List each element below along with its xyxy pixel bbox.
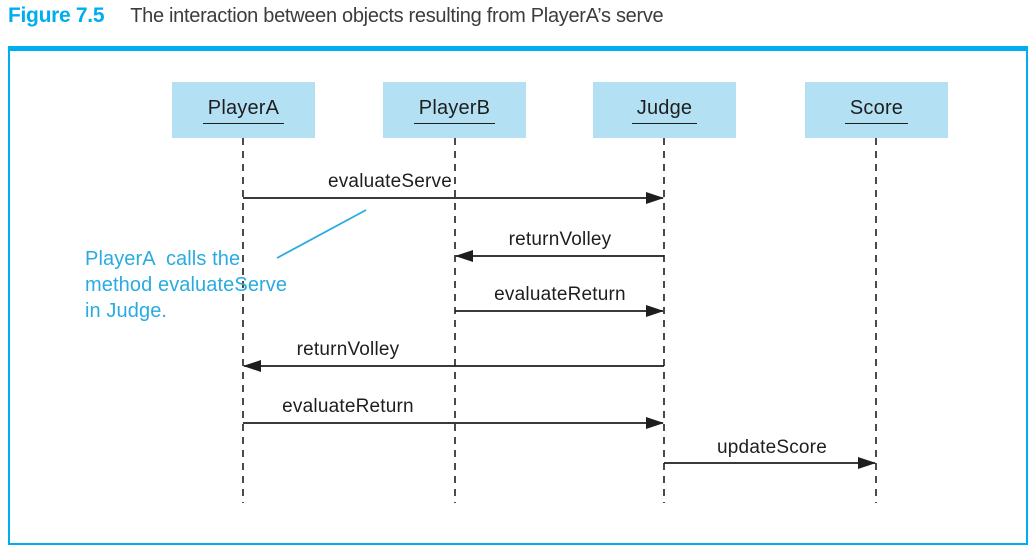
message-label-evaluatereturn-1: evaluateReturn xyxy=(494,284,626,305)
annotation-line-2: method evaluateServe xyxy=(85,274,288,296)
object-label-score: Score xyxy=(844,97,909,124)
message-label-evaluatereturn-2: evaluateReturn xyxy=(282,396,414,417)
object-box-playerb: PlayerB xyxy=(383,82,526,138)
annotation-line-1: PlayerA calls the xyxy=(85,248,241,270)
message-label-returnvolley-1: returnVolley xyxy=(508,229,612,250)
figure-caption: The interaction between objects resultin… xyxy=(130,5,664,27)
message-label-evaluateserve: evaluateServe xyxy=(327,171,453,192)
annotation-note: PlayerA calls the method evaluateServe i… xyxy=(85,246,287,324)
annotation-leader-line xyxy=(276,209,367,259)
object-label-playerb: PlayerB xyxy=(413,97,496,124)
figure-label: Figure 7.5 xyxy=(8,4,105,27)
diagram-frame xyxy=(8,46,1028,545)
object-label-judge: Judge xyxy=(631,97,698,124)
message-label-updatescore: updateScore xyxy=(717,437,827,458)
object-box-score: Score xyxy=(805,82,948,138)
figure-header: Figure 7.5 The interaction between object… xyxy=(8,4,1024,28)
object-box-playera: PlayerA xyxy=(172,82,315,138)
object-box-judge: Judge xyxy=(593,82,736,138)
message-label-returnvolley-2: returnVolley xyxy=(296,339,400,360)
object-label-playera: PlayerA xyxy=(202,97,285,124)
annotation-line-3: in Judge. xyxy=(85,300,168,322)
